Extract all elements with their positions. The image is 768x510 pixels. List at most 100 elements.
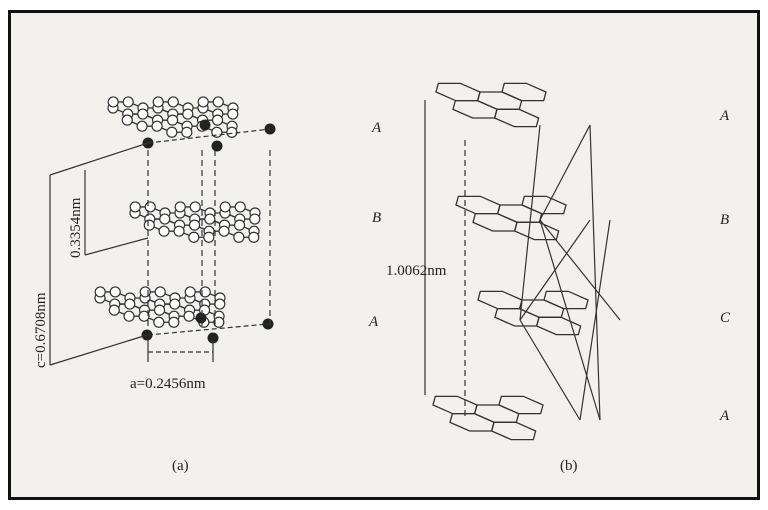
layer-c bbox=[477, 290, 589, 336]
hexagon-ring bbox=[449, 413, 495, 432]
carbon-atom bbox=[249, 213, 261, 225]
rhombohedral-cell-edge bbox=[539, 219, 601, 421]
carbon-atom bbox=[153, 316, 165, 328]
layer-a-bottom bbox=[94, 286, 226, 328]
layer-label-a-top: A bbox=[371, 120, 382, 136]
hexagon-ring bbox=[501, 82, 547, 102]
carbon-atom bbox=[124, 298, 136, 310]
carbon-atom bbox=[213, 316, 225, 328]
rhombohedral-cell-edge bbox=[519, 219, 591, 321]
interlayer-distance-label: 0.3354nm bbox=[68, 197, 84, 258]
dimension-leader bbox=[84, 237, 149, 256]
figure-frame bbox=[8, 10, 760, 500]
carbon-atom bbox=[123, 310, 135, 322]
carbon-atom bbox=[233, 219, 246, 231]
carbon-atom bbox=[183, 310, 195, 322]
layer-label-b-c: C bbox=[720, 310, 731, 326]
carbon-atom-unit-cell bbox=[199, 119, 211, 131]
dimension-leader bbox=[49, 334, 148, 366]
hexagon-ring bbox=[435, 82, 481, 102]
carbon-atom bbox=[189, 201, 201, 213]
layer-a-top bbox=[107, 96, 239, 138]
panel-a-hexagonal-graphite bbox=[49, 96, 276, 366]
hexagon-ring bbox=[490, 421, 537, 441]
hexagon-ring bbox=[493, 108, 540, 128]
carbon-atom bbox=[226, 126, 238, 138]
carbon-atom bbox=[173, 225, 185, 237]
carbon-atom bbox=[211, 126, 223, 138]
carbon-atom-unit-cell bbox=[195, 312, 207, 324]
carbon-atom bbox=[169, 298, 181, 310]
hexagon-ring bbox=[543, 290, 589, 310]
carbon-atom bbox=[153, 304, 166, 316]
carbon-atom bbox=[94, 286, 106, 298]
hexagon-ring bbox=[432, 395, 478, 415]
carbon-atom bbox=[174, 201, 186, 213]
layer-label-a-bottom: A bbox=[368, 314, 379, 330]
carbon-atom bbox=[218, 225, 230, 237]
carbon-atom bbox=[203, 231, 215, 243]
hexagon-ring bbox=[477, 290, 523, 310]
carbon-atom bbox=[151, 120, 163, 132]
caption-a: (a) bbox=[172, 458, 189, 474]
hexagon-ring bbox=[498, 395, 544, 415]
hexagon-ring bbox=[521, 195, 567, 215]
hexagon-ring bbox=[496, 204, 543, 223]
a-lattice-label: a=0.2456nm bbox=[130, 376, 206, 392]
carbon-atom bbox=[122, 96, 134, 108]
carbon-atom bbox=[234, 201, 246, 213]
hexagon-ring bbox=[494, 308, 540, 327]
carbon-atom bbox=[233, 231, 245, 243]
carbon-atom bbox=[166, 114, 179, 126]
carbon-atom-unit-cell bbox=[207, 332, 219, 344]
rhombohedral-cell-edge bbox=[519, 319, 581, 421]
rhombohedral-cell-edge bbox=[579, 219, 611, 421]
unit-cell-dashed-top bbox=[147, 128, 271, 144]
carbon-atom-unit-cell bbox=[211, 140, 223, 152]
carbon-atom bbox=[136, 120, 148, 132]
carbon-atom bbox=[139, 286, 151, 298]
layer-b bbox=[129, 201, 261, 243]
carbon-atom bbox=[107, 96, 119, 108]
carbon-atom bbox=[184, 286, 196, 298]
carbon-atom bbox=[211, 114, 224, 126]
rhombohedral-cell-edge bbox=[539, 219, 621, 321]
unit-cell-dashed-bottom bbox=[147, 323, 269, 336]
carbon-atom bbox=[138, 310, 150, 322]
layer-label-b-a-top: A bbox=[719, 108, 730, 124]
layer-label-b-b: B bbox=[720, 212, 729, 228]
carbon-atom bbox=[219, 201, 231, 213]
carbon-atom bbox=[158, 225, 170, 237]
carbon-atom bbox=[109, 286, 121, 298]
carbon-atom bbox=[182, 108, 194, 120]
carbon-atom bbox=[168, 316, 180, 328]
carbon-atom bbox=[152, 96, 164, 108]
carbon-atom bbox=[197, 96, 209, 108]
carbon-atom bbox=[227, 108, 239, 120]
period-label: 1.0062nm bbox=[386, 263, 447, 279]
carbon-atom bbox=[121, 114, 133, 126]
hexagon-ring bbox=[455, 195, 501, 215]
carbon-atom bbox=[214, 298, 226, 310]
carbon-atom bbox=[188, 231, 200, 243]
hexagon-ring bbox=[535, 316, 582, 336]
layer-label-b-a-bottom: A bbox=[719, 408, 730, 424]
layer-a-top bbox=[435, 82, 547, 128]
dimension-leader bbox=[49, 142, 149, 176]
carbon-atom bbox=[159, 213, 171, 225]
carbon-atom bbox=[144, 201, 156, 213]
layer-a-bottom bbox=[432, 395, 544, 441]
carbon-atom bbox=[204, 213, 216, 225]
carbon-atom bbox=[154, 286, 166, 298]
hexagon-ring bbox=[513, 221, 560, 241]
layer-label-b: B bbox=[372, 210, 381, 226]
carbon-atom bbox=[188, 219, 201, 231]
carbon-atom bbox=[167, 96, 179, 108]
carbon-atom bbox=[248, 231, 260, 243]
rhombohedral-cell-edge bbox=[519, 124, 541, 321]
hexagon-ring bbox=[472, 213, 518, 232]
carbon-atom bbox=[129, 201, 141, 213]
rhombohedral-cell-edge bbox=[539, 124, 591, 221]
